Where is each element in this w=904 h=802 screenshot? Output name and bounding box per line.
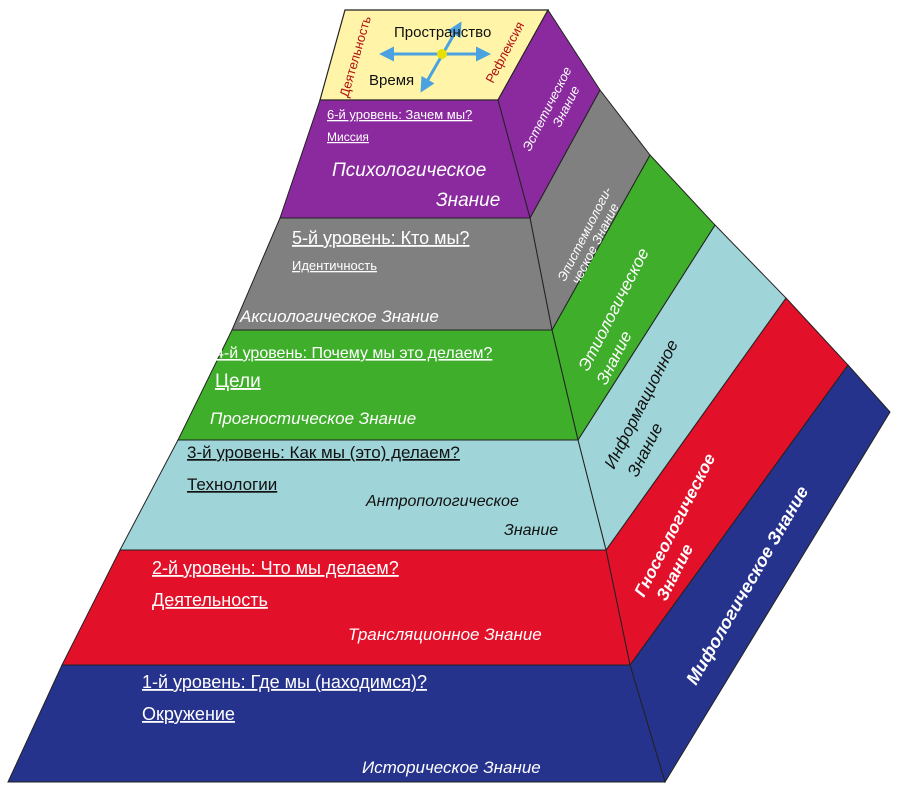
- level-2-knowledge: Трансляционное Знание: [348, 625, 542, 644]
- level-1-keyword: Окружение: [142, 704, 235, 724]
- level-2-keyword: Деятельность: [152, 590, 268, 610]
- level-6-knowledge-line2: Знание: [436, 190, 500, 211]
- level-2-question: 2-й уровень: Что мы делаем?: [152, 558, 399, 578]
- level-3-question: 3-й уровень: Как мы (это) делаем?: [187, 443, 460, 462]
- level-1-knowledge: Историческое Знание: [362, 758, 541, 777]
- level-4-knowledge: Прогностическое Знание: [210, 409, 416, 428]
- apex-space-label: Пространство: [394, 24, 491, 41]
- level-4-question: 4-й уровень: Почему мы это делаем?: [215, 345, 493, 362]
- level-4-keyword: Цели: [215, 371, 261, 392]
- level-5-knowledge: Аксиологическое Знание: [239, 307, 439, 326]
- level-6-keyword: Миссия: [327, 130, 369, 144]
- front-face-level-1: [7, 664, 666, 783]
- level-3-knowledge-line2: Знание: [504, 522, 558, 539]
- level-3-keyword: Технологии: [187, 475, 277, 494]
- apex-time-label: Время: [369, 72, 414, 89]
- level-3-knowledge-line1: Антропологическое: [365, 493, 519, 510]
- level-6-knowledge-line1: Психологическое: [332, 160, 486, 181]
- apex-center-dot: [437, 49, 447, 59]
- level-5-question: 5-й уровень: Кто мы?: [292, 228, 469, 248]
- level-1-question: 1-й уровень: Где мы (находимся)?: [142, 672, 427, 692]
- level-5-keyword: Идентичность: [292, 258, 377, 273]
- level-6-question: 6-й уровень: Зачем мы?: [327, 107, 472, 122]
